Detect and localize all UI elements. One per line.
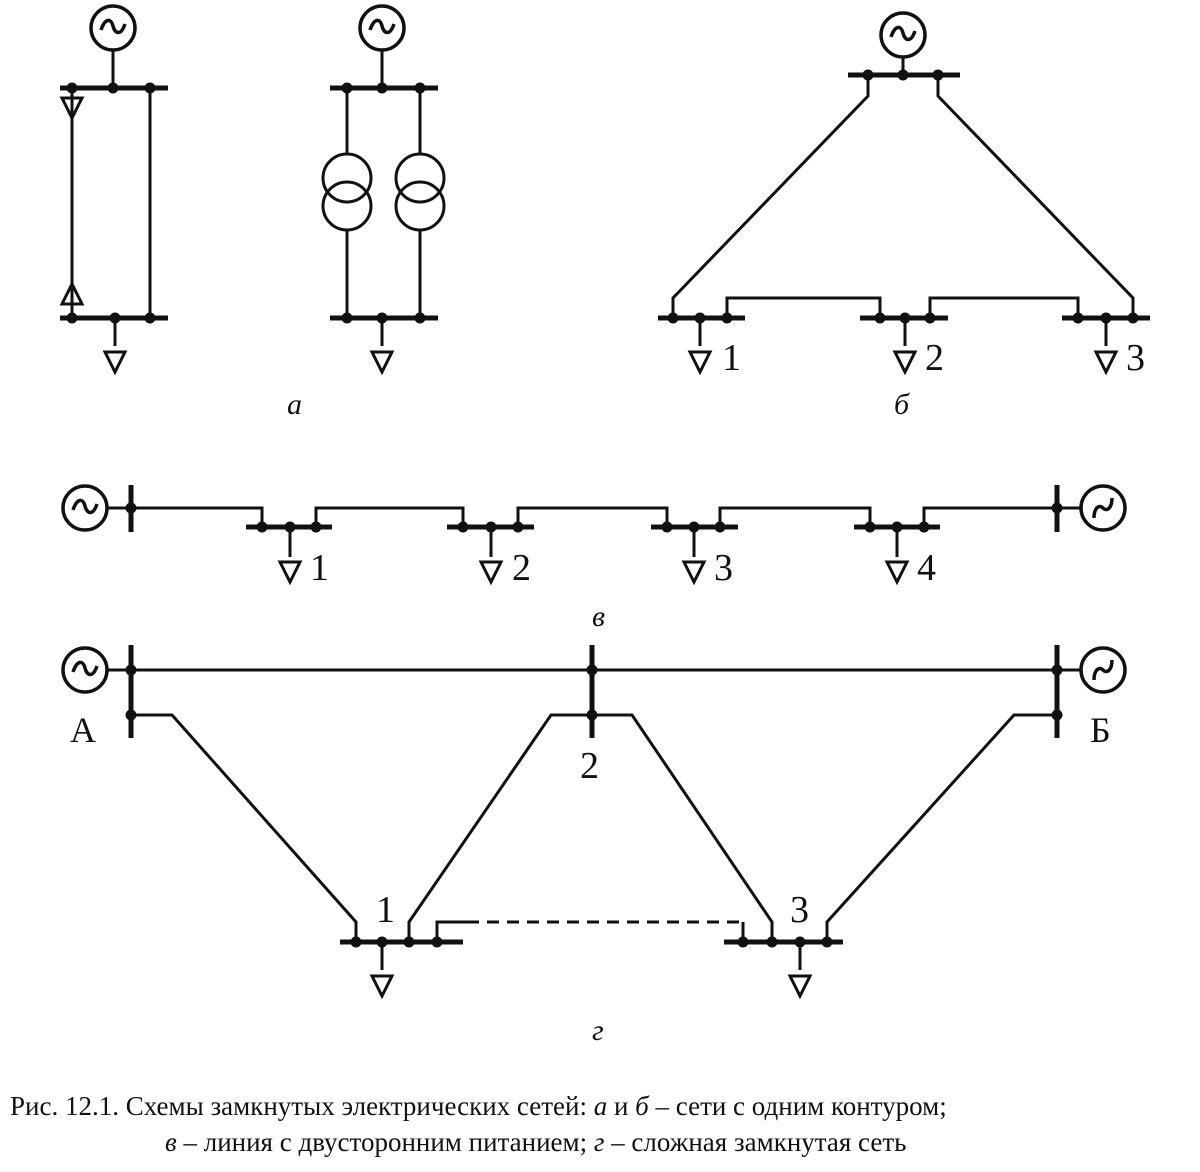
b-node-number-1: 1 xyxy=(722,337,741,379)
load-symbol-v4 xyxy=(885,560,909,584)
transformer-winding-left-top xyxy=(321,152,373,204)
line-g-1-stub xyxy=(435,920,467,942)
caption-desc-v: – линия с двусторонним питанием; xyxy=(176,1127,594,1157)
load-symbol-v3 xyxy=(682,560,706,584)
caption-ref-b: б xyxy=(635,1091,649,1121)
generator-symbol-g-right xyxy=(1079,646,1127,694)
v-node-number-4: 4 xyxy=(917,547,936,589)
load-symbol-v2 xyxy=(479,560,503,584)
caption-prefix: Рис. 12.1. Схемы замкнутых электрических… xyxy=(10,1091,594,1121)
line-b-source-to-3 xyxy=(936,75,1135,318)
line-v-2-to-3 xyxy=(516,506,669,527)
line-g-a-to-1 xyxy=(131,713,358,942)
generator-symbol-a2 xyxy=(358,4,406,52)
caption-desc-g: – сложная замкнутая сеть xyxy=(604,1127,907,1157)
diagram-a-line-network xyxy=(59,4,168,374)
line-b-1-to-2 xyxy=(725,296,882,318)
direction-arrow-up xyxy=(59,280,85,306)
transformer-winding-right-top xyxy=(394,152,446,204)
direction-arrow-down xyxy=(59,96,85,122)
diagram-b-ring-network xyxy=(658,11,1150,374)
g-source-label-b: Б xyxy=(1090,710,1111,750)
caption-ref-v: в xyxy=(165,1127,177,1157)
line-v-3-to-4 xyxy=(718,506,872,527)
load-symbol-a1 xyxy=(103,350,127,374)
b-node-number-3: 3 xyxy=(1126,337,1145,379)
caption-and: и xyxy=(607,1091,636,1121)
caption-ref-g: г xyxy=(593,1127,605,1157)
line-v-1-to-2 xyxy=(314,506,465,527)
g-source-label-a: А xyxy=(70,710,96,750)
load-symbol-g3 xyxy=(788,974,812,998)
load-symbol-b3 xyxy=(1094,350,1118,374)
diagram-v-double-fed-line xyxy=(61,484,1127,584)
diagram-a-transformer-network xyxy=(321,4,446,374)
sublabel-b: б xyxy=(894,388,910,421)
load-symbol-a2 xyxy=(370,350,394,374)
v-node-number-3: 3 xyxy=(714,547,733,589)
sublabel-g: г xyxy=(592,1014,604,1047)
line-b-2-to-3 xyxy=(928,296,1080,318)
line-g-3-to-b xyxy=(825,713,1057,942)
line-v-4-to-right xyxy=(922,506,1057,527)
line-g-1-to-2 xyxy=(407,713,592,942)
caption-desc-ab: – сети с одним контуром; xyxy=(648,1091,947,1121)
line-b-source-to-1 xyxy=(671,75,870,318)
diagram-g-complex-network xyxy=(61,645,1127,998)
transformer-winding-left-bottom xyxy=(321,180,373,232)
load-symbol-g1 xyxy=(370,974,394,998)
generator-symbol-g-left xyxy=(61,646,109,694)
v-node-number-2: 2 xyxy=(512,547,531,589)
sublabel-a: а xyxy=(287,388,302,421)
load-symbol-b1 xyxy=(688,350,712,374)
transformer-winding-right-bottom xyxy=(394,180,446,232)
g-node-number-1: 1 xyxy=(376,889,395,931)
caption-line-2: в – линия с двусторонним питанием; г – с… xyxy=(165,1124,906,1160)
load-symbol-b2 xyxy=(893,350,917,374)
generator-symbol-a1 xyxy=(89,4,137,52)
caption-ref-a: а xyxy=(593,1091,608,1121)
sublabel-v: в xyxy=(592,600,605,633)
generator-symbol-v-left xyxy=(61,484,109,532)
b-node-number-2: 2 xyxy=(925,337,944,379)
load-symbol-v1 xyxy=(278,560,302,584)
line-g-2-to-3 xyxy=(592,713,774,942)
generator-symbol-b xyxy=(879,11,927,59)
v-node-number-1: 1 xyxy=(310,547,329,589)
g-node-number-3: 3 xyxy=(790,889,809,931)
line-v-left-to-1 xyxy=(131,506,264,527)
caption-line-1: Рис. 12.1. Схемы замкнутых электрических… xyxy=(10,1088,947,1124)
generator-symbol-v-right xyxy=(1079,484,1127,532)
g-node-number-2: 2 xyxy=(580,745,599,787)
